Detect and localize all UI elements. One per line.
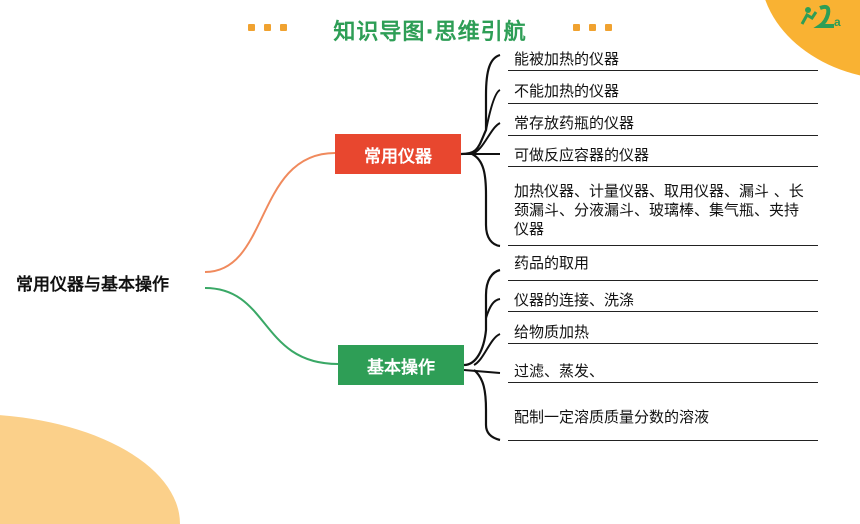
leaf-underline xyxy=(508,280,818,281)
leaf-underline xyxy=(508,311,818,312)
leaf-heating-substances: 给物质加热 xyxy=(514,323,590,341)
leaf-drug-taking: 药品的取用 xyxy=(514,254,590,272)
leaf-filter-evaporate: 过滤、蒸发、 xyxy=(514,362,605,380)
leaf-reaction-vessels: 可做反应容器的仪器 xyxy=(514,146,650,164)
leaf-underline xyxy=(508,440,818,441)
branch-node-operations: 基本操作 xyxy=(338,345,464,385)
header-dots-left xyxy=(248,24,287,31)
leaf-heatable-instruments: 能被加热的仪器 xyxy=(514,50,620,68)
leaf-connect-and-wash: 仪器的连接、洗涤 xyxy=(514,291,635,309)
leaf-solution-preparation: 配制一定溶质质量分数的溶液 xyxy=(514,408,710,426)
leaf-non-heatable-instruments: 不能加热的仪器 xyxy=(514,82,620,100)
leaf-underline xyxy=(508,382,818,383)
leaf-underline xyxy=(508,245,818,246)
logo-icon: a xyxy=(800,4,841,29)
header-dots-right xyxy=(573,24,612,31)
leaf-underline xyxy=(508,343,818,344)
leaf-underline xyxy=(508,70,818,71)
leaf-underline xyxy=(508,135,818,136)
branch-node-instruments: 常用仪器 xyxy=(335,134,461,174)
leaf-underline xyxy=(508,103,818,104)
root-node: 常用仪器与基本操作 xyxy=(16,275,169,295)
leaf-instrument-list: 加热仪器、计量仪器、取用仪器、漏斗 、长颈漏斗、分液漏斗、玻璃棒、集气瓶、夹持仪… xyxy=(514,182,804,238)
leaf-underline xyxy=(508,166,818,167)
page-title: 知识导图·思维引航 xyxy=(333,20,527,45)
svg-text:a: a xyxy=(834,15,841,29)
mindmap-connectors xyxy=(204,53,501,442)
leaf-drug-storage-instruments: 常存放药瓶的仪器 xyxy=(514,114,635,132)
